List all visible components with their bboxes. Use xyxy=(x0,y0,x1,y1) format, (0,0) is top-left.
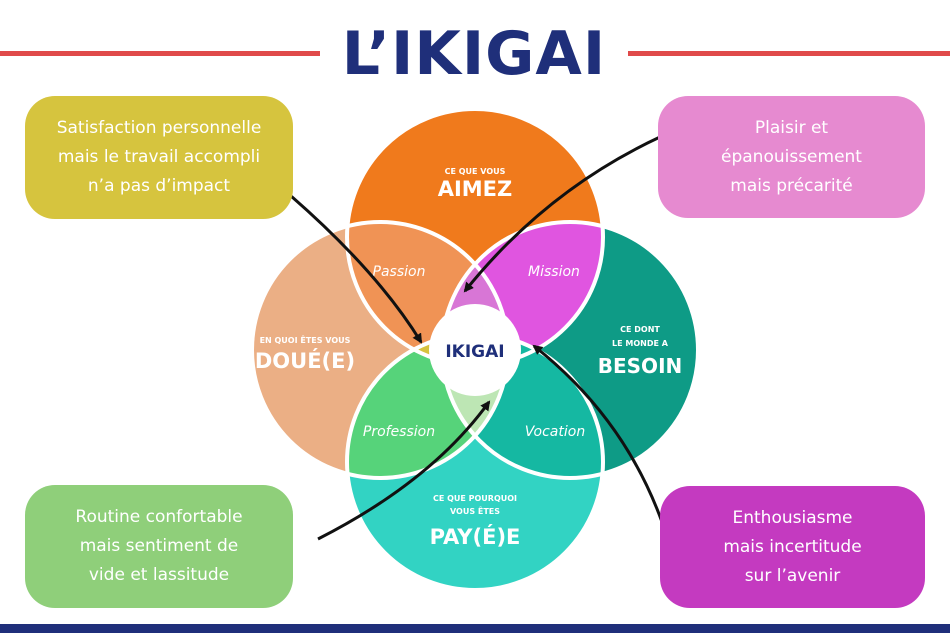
callout-vocation: Enthousiasme mais incertitude sur l’aven… xyxy=(660,486,925,608)
besoin-small-label-1: CE DONT xyxy=(620,325,660,334)
callout-passion-line-3: n’a pas d’impact xyxy=(87,176,231,196)
callout-profession-line-2: mais sentiment de xyxy=(79,536,239,556)
callout-vocation-line-1: Enthousiasme xyxy=(732,507,853,528)
callout-profession: Routine confortable mais sentiment de vi… xyxy=(25,485,293,608)
callout-passion: Satisfaction personnelle mais le travail… xyxy=(25,96,293,219)
aimez-small-label: CE QUE VOUS xyxy=(445,167,506,176)
footer-bar xyxy=(0,624,950,633)
doue-big-label: DOUÉ(E) xyxy=(255,348,355,373)
profession-label: Profession xyxy=(363,424,435,440)
mission-label: Mission xyxy=(528,264,580,280)
arrow-top-right xyxy=(463,135,661,293)
passion-label: Passion xyxy=(373,264,426,280)
besoin-big-label: BESOIN xyxy=(598,354,683,378)
besoin-small-label-2: LE MONDE A xyxy=(612,339,669,348)
aimez-big-label: AIMEZ xyxy=(438,177,513,201)
arrow-top-left xyxy=(290,194,423,344)
vocation-label: Vocation xyxy=(525,424,585,440)
callout-passion-line-2: mais le travail accompli xyxy=(57,147,261,167)
page-title: L’IKIGAI xyxy=(341,19,607,89)
callout-mission: Plaisir et épanouissement mais précarité xyxy=(658,96,925,218)
callout-profession-line-1: Routine confortable xyxy=(75,507,243,527)
callout-profession-line-3: vide et lassitude xyxy=(88,565,230,585)
ikigai-center xyxy=(429,304,521,396)
arrow-bottom-right xyxy=(532,344,664,523)
payee-big-label: PAY(É)E xyxy=(430,524,521,549)
callout-vocation-line-2: mais incertitude xyxy=(723,536,862,557)
arrow-bottom-left xyxy=(317,400,491,541)
payee-small-label-2: VOUS ÊTES xyxy=(450,505,500,516)
header-rule-right xyxy=(628,51,950,56)
payee-small-label-1: CE QUE POURQUOI xyxy=(433,494,517,503)
callout-vocation-line-3: sur l’avenir xyxy=(744,565,841,586)
header-rule-left xyxy=(0,51,320,56)
callout-mission-line-1: Plaisir et xyxy=(754,117,829,138)
callout-passion-line-1: Satisfaction personnelle xyxy=(56,118,262,138)
callout-mission-line-2: épanouissement xyxy=(721,146,862,167)
callout-mission-line-3: mais précarité xyxy=(730,175,853,196)
doue-small-label: EN QUOI ÊTES VOUS xyxy=(260,334,351,345)
center-label: IKIGAI xyxy=(445,342,504,362)
